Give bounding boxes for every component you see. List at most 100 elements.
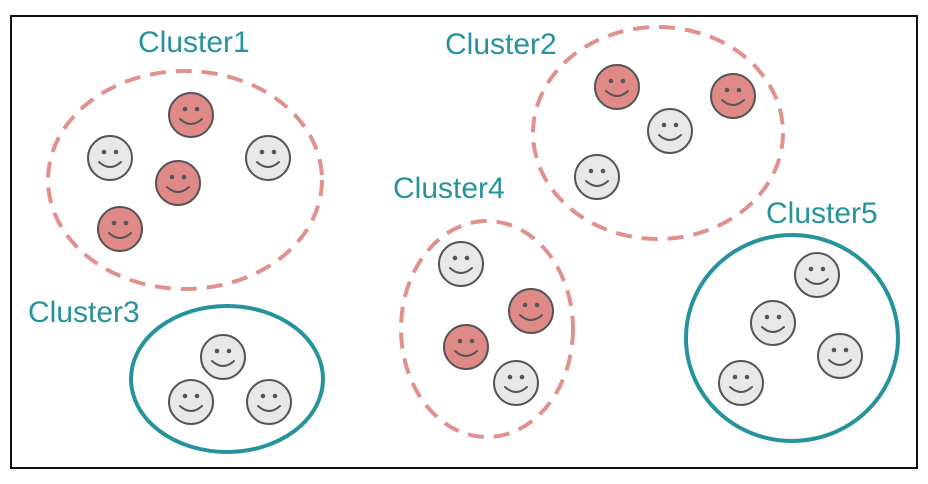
cluster5-face-4 [718,360,764,406]
face-right-eye [226,348,232,354]
face-circle [817,333,863,379]
cluster2-label: Cluster2 [445,28,557,61]
face-right-eye [776,314,782,320]
face-right-eye [744,374,750,380]
face-smile [108,232,132,239]
cluster4-boundary [399,219,575,439]
face-circle [594,64,640,110]
face-left-eye [764,314,770,320]
face-right-eye [736,87,742,93]
face-left-eye [259,149,265,155]
face-left-eye [724,87,730,93]
face-left-eye [214,348,220,354]
cluster1-face-5 [97,206,143,252]
face-left-eye [182,393,188,399]
face-smile [805,278,829,285]
face-left-eye [260,393,266,399]
face-left-eye [169,174,175,180]
face-left-eye [101,149,107,155]
face-left-eye [831,347,837,353]
face-circle [438,241,484,287]
cluster5-label: Cluster5 [766,197,878,230]
face-smile [828,359,852,366]
face-right-eye [673,122,679,128]
cluster5-face-1 [794,252,840,298]
face-smile [454,350,478,357]
face-circle [155,160,201,206]
face-right-eye [534,302,540,308]
face-circle [710,73,756,119]
face-left-eye [588,168,594,174]
face-circle [200,334,246,380]
face-smile [179,118,203,125]
cluster4-face-1 [438,241,484,287]
face-circle [443,324,489,370]
cluster3-boundary [129,304,325,454]
face-smile [519,314,543,321]
cluster1-label: Cluster1 [138,26,250,59]
face-circle [168,379,214,425]
face-circle [794,252,840,298]
face-right-eye [194,106,200,112]
face-right-eye [820,266,826,272]
face-left-eye [182,106,188,112]
face-right-eye [271,149,277,155]
cluster1-face-4 [245,135,291,181]
face-circle [97,206,143,252]
cluster2-face-1 [594,64,640,110]
cluster4-face-4 [493,360,539,406]
face-smile [211,360,235,367]
face-left-eye [522,302,528,308]
face-circle [87,135,133,181]
face-right-eye [181,174,187,180]
face-smile [585,180,609,187]
face-right-eye [469,338,475,344]
cluster1-face-3 [155,160,201,206]
face-circle [508,288,554,334]
cluster1-face-1 [168,92,214,138]
cluster4-face-2 [508,288,554,334]
face-smile [658,134,682,141]
face-circle [647,108,693,154]
face-circle [493,360,539,406]
face-left-eye [452,255,458,261]
cluster2-face-3 [647,108,693,154]
face-circle [246,379,292,425]
face-smile [605,90,629,97]
cluster2-face-2 [710,73,756,119]
face-circle [168,92,214,138]
face-left-eye [808,266,814,272]
face-smile [729,386,753,393]
face-right-eye [620,78,626,84]
frame-border [10,15,918,469]
face-left-eye [732,374,738,380]
face-smile [721,99,745,106]
face-left-eye [111,220,117,226]
face-smile [179,405,203,412]
cluster2-face-4 [574,154,620,200]
face-right-eye [464,255,470,261]
face-smile [257,405,281,412]
face-circle [245,135,291,181]
cluster3-face-2 [168,379,214,425]
face-left-eye [608,78,614,84]
face-circle [718,360,764,406]
face-smile [504,386,528,393]
cluster5-face-3 [817,333,863,379]
cluster4-label: Cluster4 [393,172,505,205]
face-circle [750,300,796,346]
cluster4-face-3 [443,324,489,370]
face-smile [256,161,280,168]
face-left-eye [507,374,513,380]
face-smile [449,267,473,274]
face-smile [98,161,122,168]
face-left-eye [661,122,667,128]
face-smile [166,186,190,193]
face-right-eye [194,393,200,399]
face-right-eye [272,393,278,399]
face-right-eye [600,168,606,174]
face-right-eye [519,374,525,380]
cluster5-face-2 [750,300,796,346]
